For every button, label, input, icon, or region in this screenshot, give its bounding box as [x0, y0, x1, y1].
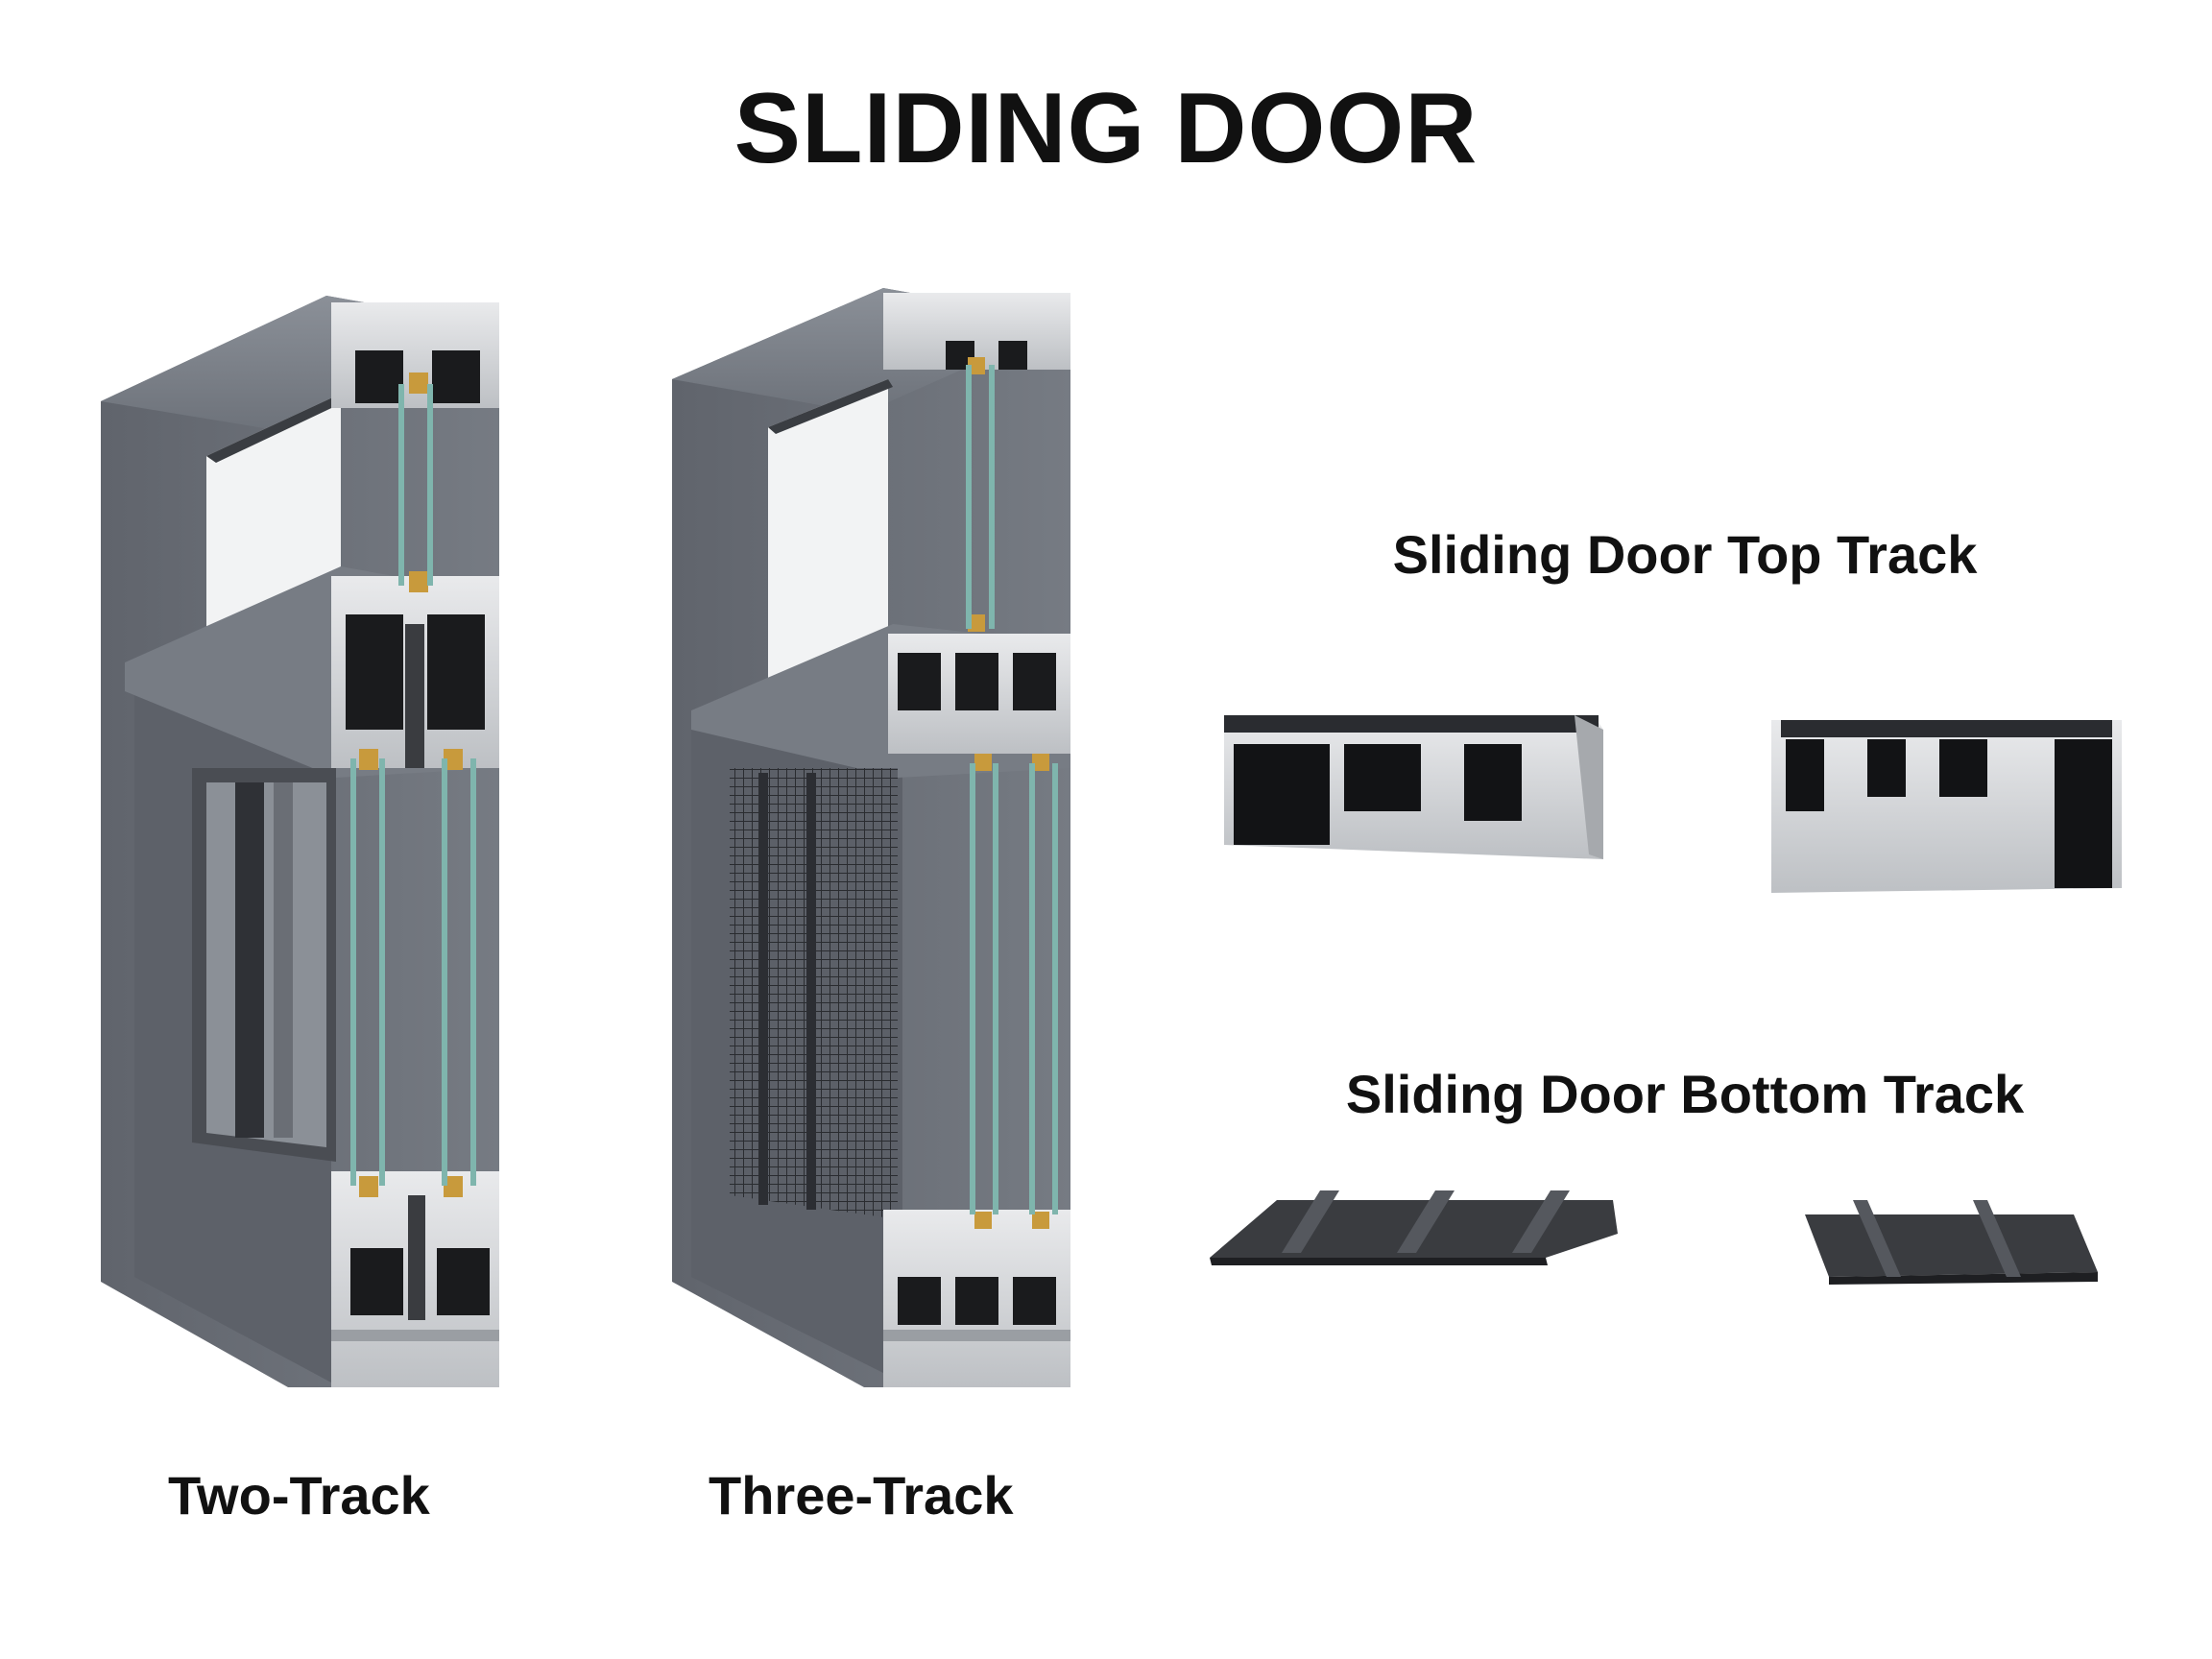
bottom-track-label: Sliding Door Bottom Track [1345, 1064, 2025, 1124]
three-track-label: Three-Track [709, 1465, 1014, 1526]
two-track-frame-illustration [101, 296, 499, 1387]
top-track-profile-2 [1771, 720, 2122, 893]
page-title: SLIDING DOOR [733, 73, 1479, 184]
bottom-track-profile-1 [1210, 1190, 1618, 1265]
three-track-frame-illustration [672, 288, 1070, 1387]
top-track-profile-1 [1224, 715, 1603, 859]
top-track-label: Sliding Door Top Track [1392, 524, 1978, 585]
bottom-track-profile-2 [1805, 1200, 2098, 1285]
two-track-label: Two-Track [168, 1465, 430, 1526]
